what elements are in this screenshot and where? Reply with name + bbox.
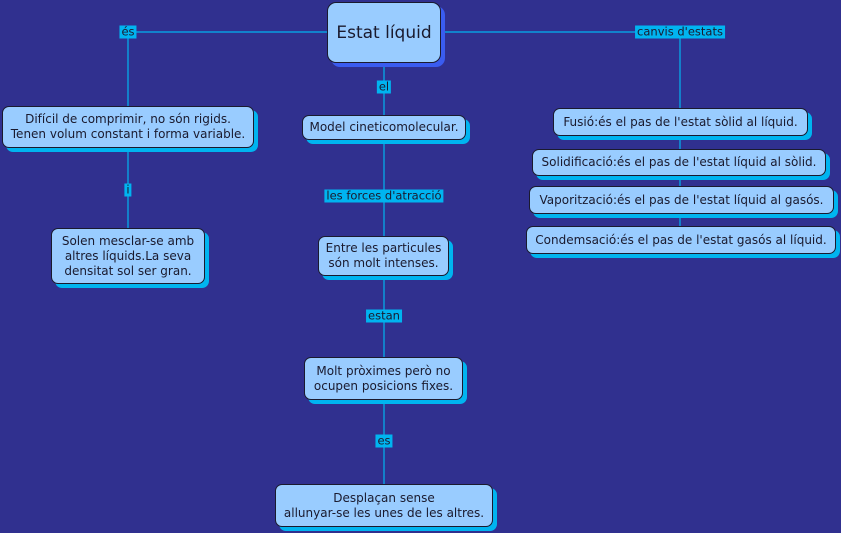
node-solidification[interactable]: Solidificació:és el pas de l'estat líqui…: [532, 149, 826, 176]
node-particles-intense[interactable]: Entre les particules són molt intenses.: [318, 236, 449, 276]
node-mixing-density[interactable]: Solen mesclar-se amb altres líquids.La s…: [51, 228, 205, 284]
node-vaporization[interactable]: Vaporització:és el pas de l'estat líquid…: [529, 186, 834, 214]
link-label-i: i: [124, 182, 132, 197]
link-label-attraction-forces: les forces d'atracció: [324, 188, 444, 203]
node-fusion[interactable]: Fusió:és el pas de l'estat sòlid al líqu…: [553, 108, 808, 136]
link-label-es-left: és: [119, 24, 137, 39]
link-label-el: el: [376, 79, 392, 94]
node-displacement[interactable]: Desplaçan sense allunyar-se les unes de …: [275, 484, 493, 527]
node-condensation[interactable]: Condemsació:és el pas de l'estat gasós a…: [526, 226, 836, 254]
node-close-not-fixed[interactable]: Molt pròximes però no ocupen posicions f…: [304, 357, 463, 400]
link-label-es-center: es: [375, 433, 393, 448]
link-label-estan: estan: [366, 308, 402, 323]
node-properties[interactable]: Difícil de comprimir, no són rigids. Ten…: [2, 106, 254, 148]
root-node[interactable]: Estat líquid: [327, 2, 441, 63]
node-kinetic-model[interactable]: Model cineticomolecular.: [302, 115, 466, 140]
link-label-state-changes: canvis d'estats: [635, 24, 725, 39]
